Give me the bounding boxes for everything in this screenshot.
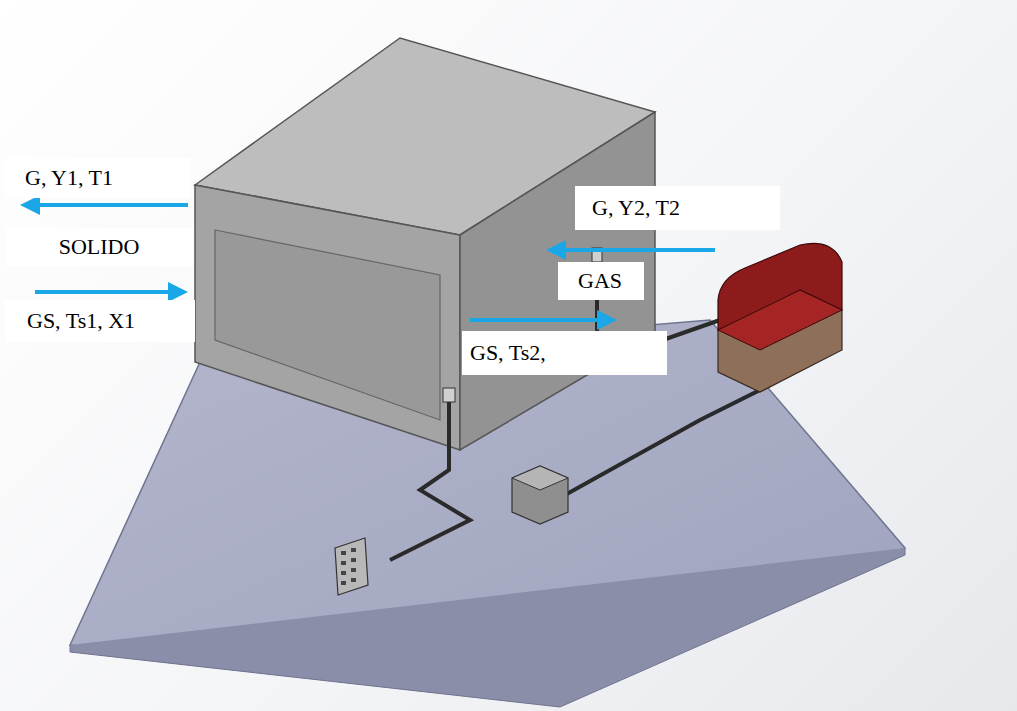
flow-arrow: [35, 290, 184, 294]
stream-label: G, Y2, T2: [592, 195, 680, 221]
cable: [565, 385, 770, 495]
stream-label: G, Y1, T1: [25, 165, 113, 191]
panel-buttons: [341, 548, 356, 585]
label-patch: G, Y1, T1: [5, 158, 190, 198]
plate-edge: [70, 548, 905, 707]
stream-label: GAS: [578, 268, 622, 294]
chamber-front: [195, 185, 460, 450]
chamber-side: [460, 112, 655, 450]
label-patch: GS, Ts1, X1: [5, 300, 195, 342]
stream-label: SOLIDO: [59, 234, 140, 260]
cable: [390, 402, 470, 560]
control-panel: [335, 538, 368, 595]
blower-box: [512, 466, 568, 524]
label-patch: SOLIDO: [5, 228, 193, 266]
stream-label: GS, Ts1, X1: [27, 308, 135, 334]
heater-front: [718, 290, 842, 350]
label-patch: GS, Ts2,: [462, 331, 667, 375]
flow-arrow: [24, 203, 188, 207]
blower-top: [512, 466, 568, 490]
flow-arrow: [550, 248, 715, 252]
label-patch: GAS: [558, 262, 644, 300]
stream-label: GS, Ts2,: [470, 340, 546, 366]
flow-arrow: [470, 318, 613, 322]
junction-box: [443, 388, 455, 402]
label-patch: G, Y2, T2: [575, 186, 780, 230]
chamber-door: [215, 230, 440, 420]
